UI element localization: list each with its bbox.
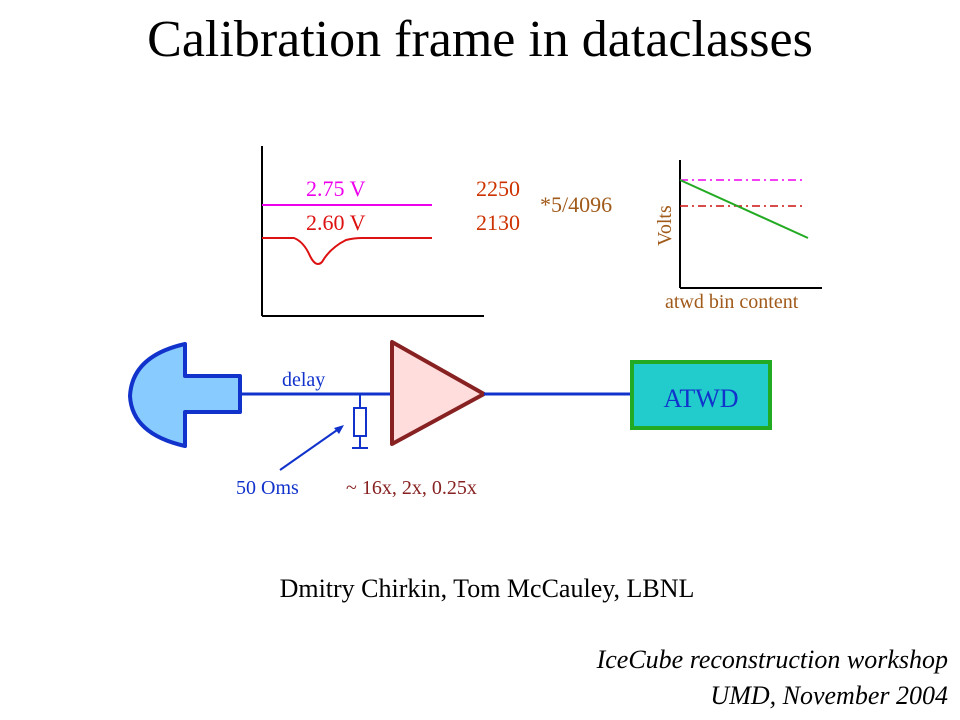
level-high-label: 2.75 V (306, 176, 366, 201)
pulse-waveform (262, 237, 432, 265)
footer-location-date: UMD, November 2004 (710, 681, 948, 710)
resistor-body (353, 407, 367, 437)
count-low-label: 2130 (476, 210, 520, 235)
amplifier-triangle (390, 340, 486, 446)
authors-line: Dmitry Chirkin, Tom McCauley, LBNL (279, 574, 695, 603)
calib-xlabel: atwd bin content (665, 291, 799, 313)
gain-label: ~ 16x, 2x, 0.25x (346, 477, 477, 499)
pmt-shape (128, 342, 242, 448)
footer: IceCube reconstruction workshop UMD, Nov… (597, 642, 948, 714)
atwd-label: ATWD (663, 384, 738, 413)
scale-factor-label: *5/4096 (540, 192, 612, 217)
slide-title: Calibration frame in dataclasses (147, 11, 813, 68)
arrow-head (334, 425, 344, 434)
calibration-plot: Volts atwd bin content (654, 160, 822, 313)
resistor-pointer-arrow (279, 427, 341, 471)
count-high-label: 2250 (476, 176, 520, 201)
atwd-box (630, 360, 772, 430)
circuit: delay 50 Oms ~ 16x, 2x, 0.25x ATWD (128, 340, 772, 499)
resistor-label: 50 Oms (236, 477, 299, 499)
delay-label: delay (282, 369, 325, 391)
waveform-plot: 2.75 V 2.60 V 2250 2130 *5/4096 (261, 146, 612, 317)
calib-line (679, 179, 809, 239)
calib-ylabel: Volts (654, 205, 676, 246)
footer-event: IceCube reconstruction workshop (596, 645, 948, 674)
level-low-label: 2.60 V (306, 210, 366, 235)
